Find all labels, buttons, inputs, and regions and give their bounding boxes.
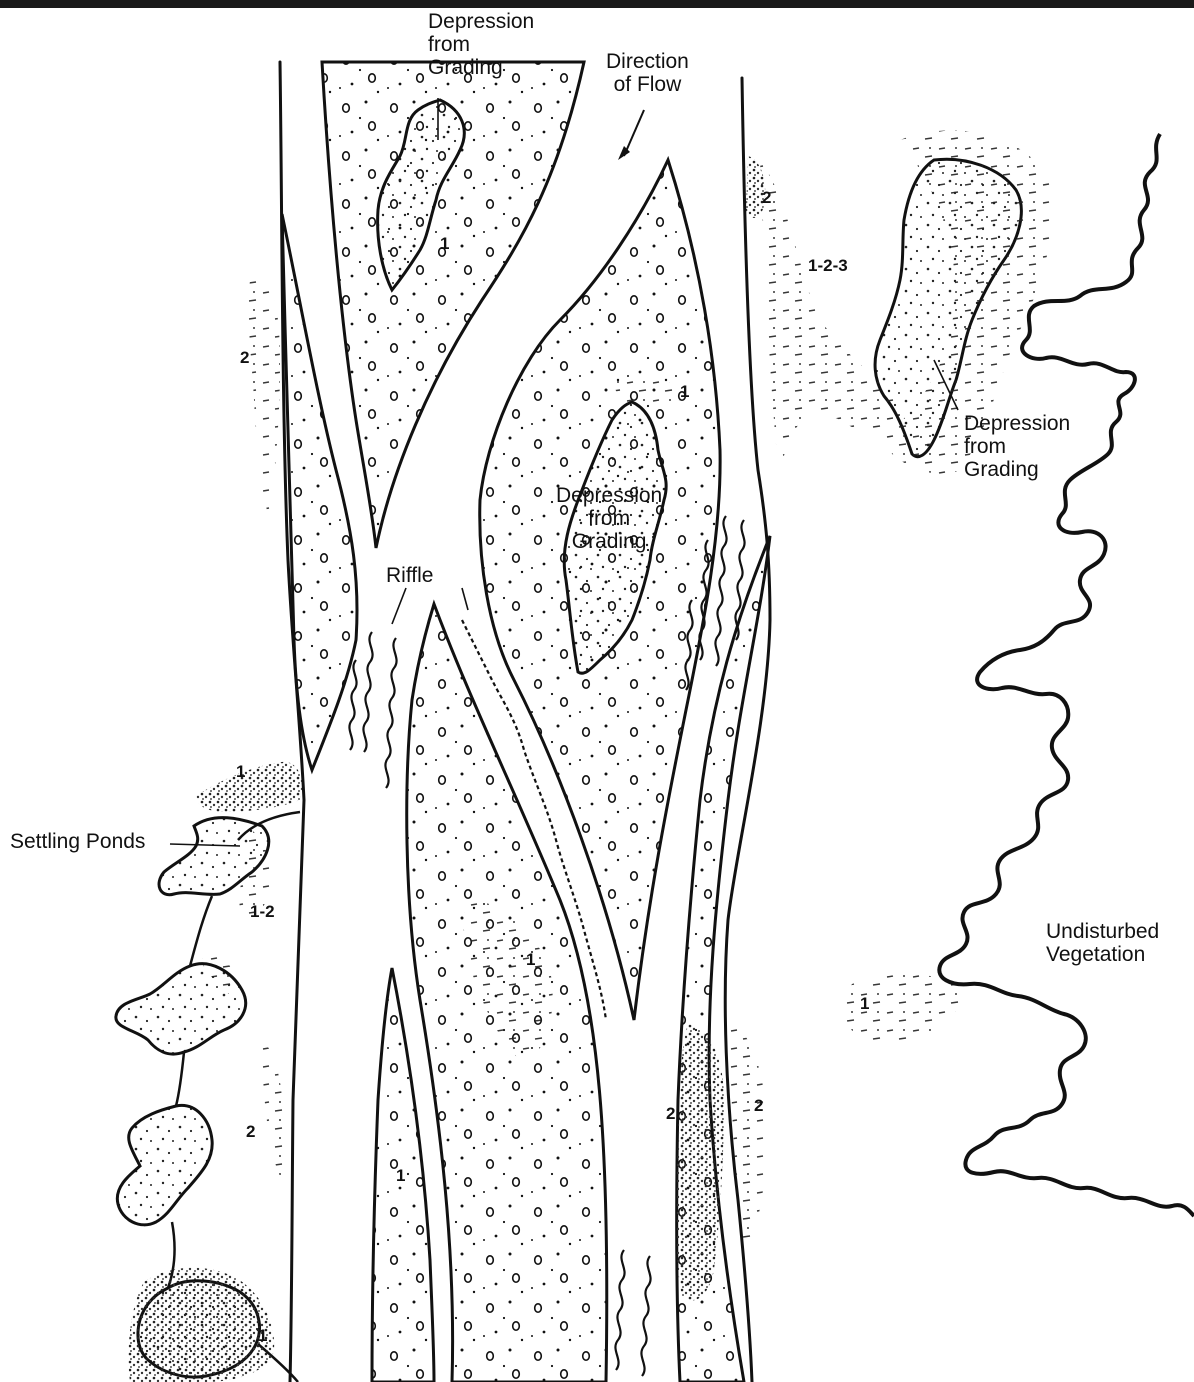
label-riffle: Riffle: [386, 564, 433, 587]
label-direction-of-flow: Direction of Flow: [606, 50, 689, 96]
marker-center-depression: 1: [680, 382, 689, 402]
label-depression-top: Depression from Grading: [428, 10, 534, 79]
pond-3: [117, 1105, 212, 1224]
marker-center-lower: 1: [526, 950, 535, 970]
flow-arrow: [618, 110, 644, 160]
marker-pond-2: 1-2: [250, 902, 275, 922]
label-depression-right: Depression from Grading: [964, 412, 1070, 481]
silt-pond-1: [196, 762, 302, 812]
marker-left-lower: 2: [246, 1122, 255, 1142]
marker-pond-4: 1: [258, 1326, 267, 1346]
label-undisturbed-vegetation: Undisturbed Vegetation: [1046, 920, 1159, 966]
label-depression-center: Depression from Grading: [556, 484, 662, 553]
marker-depression-top: 1: [440, 234, 449, 254]
marker-right-field: 1-2-3: [808, 256, 848, 276]
marker-pond-1: 1: [236, 762, 245, 782]
label-settling-ponds: Settling Ponds: [10, 830, 145, 853]
silt-pond-4: [129, 1268, 275, 1382]
marker-right-lower-inner: 2: [666, 1104, 675, 1124]
marker-right-bank-top: 2: [762, 188, 771, 208]
marker-right-lower-outer: 2: [754, 1096, 763, 1116]
marker-left-bank-top: 2: [240, 348, 249, 368]
marker-vegetation-field: 1: [860, 994, 869, 1014]
marker-lower-left-bar: 1: [396, 1166, 405, 1186]
